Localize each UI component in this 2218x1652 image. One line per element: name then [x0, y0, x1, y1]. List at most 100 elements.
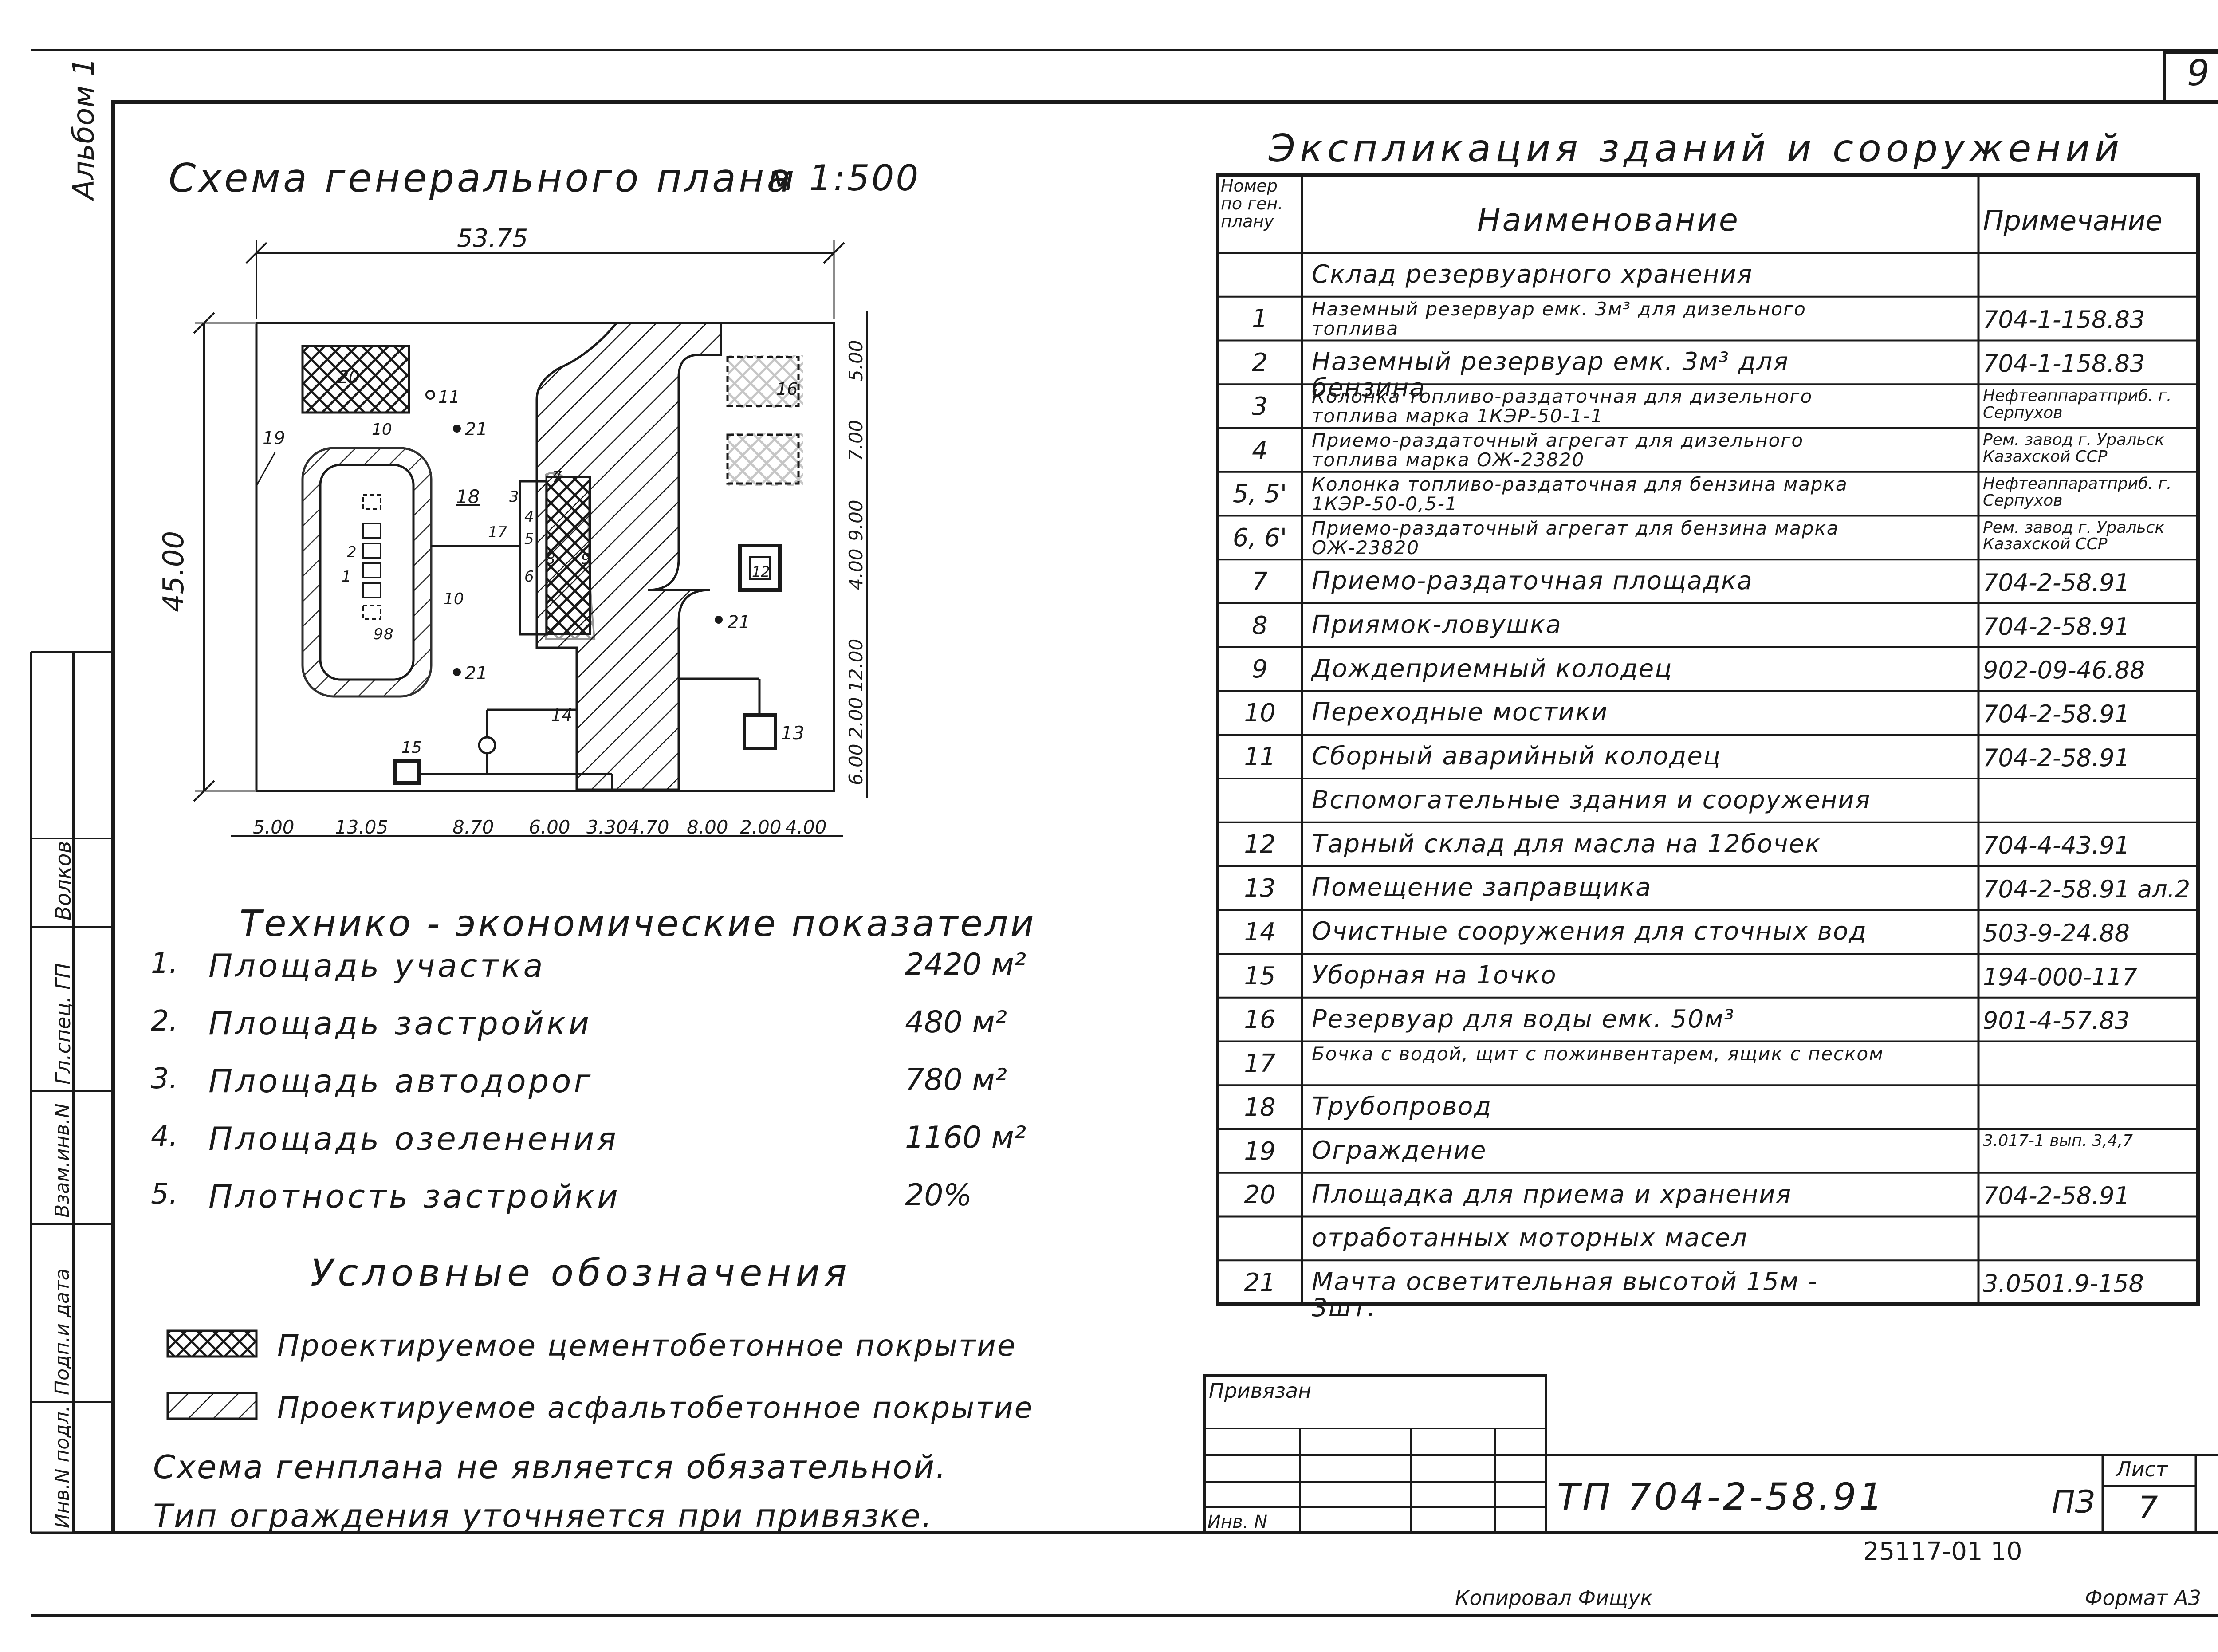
plan-label: 8 [546, 550, 555, 568]
header-name: Наименование [1477, 202, 1740, 238]
row-num: 5, 5' [1232, 480, 1287, 509]
plan-label: 19 [263, 428, 285, 448]
plan-label: 10 [444, 590, 464, 608]
dim-right: 12.00 [845, 638, 867, 692]
row-name: Колонка топливо-раздаточная для дизельно… [1312, 385, 1813, 427]
row-note: 901-4-57.83 [1983, 1007, 2130, 1035]
row-name: Приемо-раздаточный агрегат для дизельног… [1312, 429, 1804, 471]
row-note: 902-09-46.88 [1983, 656, 2145, 684]
plan-label: 2 [347, 543, 357, 561]
stamp-section: ПЗ [2052, 1484, 2095, 1520]
plan-label: 15 [401, 739, 422, 757]
legend-swatch-crosshatch [166, 1329, 258, 1358]
legend-label-hatch: Проектируемое асфальтобетонное покрытие [277, 1391, 1034, 1425]
row-name: Трубопровод [1312, 1092, 1492, 1121]
plan-label: 5 [524, 530, 534, 548]
dim-bottom: 2.00 [740, 816, 782, 838]
row-note: 704-4-43.91 [1983, 831, 2130, 860]
tep-label: Плотность застройки [208, 1178, 621, 1215]
row-note: Рем. завод г. Уральск Казахской ССР [1983, 431, 2165, 466]
row-num: 1 [1252, 304, 1268, 334]
row-name: Наземный резервуар емк. 3м³ для дизельно… [1312, 298, 1806, 339]
plan-label: 16 [776, 379, 798, 399]
dim-right: 9.00 [845, 500, 867, 541]
stamp-sheet: 7 [2138, 1490, 2158, 1526]
row-name: Ограждение [1312, 1136, 1487, 1165]
plan-title: Схема генерального плана [169, 155, 794, 201]
row-name: Уборная на 1очко [1312, 960, 1557, 990]
row-note: 704-1-158.83 [1983, 350, 2145, 378]
row-num: 11 [1244, 742, 1276, 771]
dim-right: 6.00 [845, 743, 867, 785]
plan-label: 20 [338, 367, 360, 387]
row-num: 15 [1244, 961, 1276, 991]
side-stamp-field: Гл.спец. ГП [51, 963, 75, 1085]
plan-label: 3 [509, 488, 519, 506]
dim-right: 5.00 [845, 340, 867, 382]
row-num: 2 [1252, 348, 1268, 378]
side-stamp-field: Взам.инв.N [51, 1103, 74, 1218]
row-name: Тарный склад для масла на 12бочек [1312, 829, 1821, 858]
plan-label: 17 [488, 523, 507, 541]
inv-label: Инв. N [1207, 1512, 1267, 1532]
row-name: Переходные мостики [1312, 698, 1608, 727]
tep-value: 1160 м² [905, 1120, 1026, 1155]
dim-bottom: 3.30 [586, 816, 628, 838]
note-line: Схема генплана не является обязательной. [153, 1448, 948, 1486]
tep-label: Площадь автодорог [208, 1062, 594, 1100]
row-name: Бочка с водой, щит с пожинвентарем, ящик… [1312, 1042, 1884, 1065]
plan-label: 10 [372, 421, 392, 439]
tep-value: 2420 м² [905, 947, 1026, 982]
row-note: 704-2-58.91 [1983, 700, 2130, 728]
plan-label: 11 [438, 387, 460, 407]
header-num: Номер по ген. плану [1221, 176, 1283, 231]
tep-num: 5. [151, 1178, 178, 1211]
legend-label-crosshatch: Проектируемое цементобетонное покрытие [277, 1329, 1017, 1363]
row-name: Приемо-раздаточный агрегат для бензина м… [1312, 517, 1839, 559]
row-name: Площадка для приема и хранения [1312, 1180, 1792, 1209]
side-stamp-field: Волков [51, 841, 76, 920]
explication-grid [1216, 173, 2200, 1306]
plan-scale: м 1:500 [767, 157, 920, 199]
row-note: 3.017-1 вып. 3,4,7 [1983, 1132, 2133, 1150]
plan-label: 6 [524, 568, 534, 586]
stamp-code: ТП 704-2-58.91 [1557, 1475, 1886, 1518]
row-name: Мачта осветительная высотой 15м - 3шт. [1312, 1267, 1818, 1322]
plan-label: 21 [728, 612, 750, 633]
row-num: 10 [1244, 699, 1276, 728]
row-name: Наземный резервуар емк. 3м³ для бензина [1312, 347, 1789, 403]
row-num: 17 [1244, 1049, 1276, 1078]
tep-num: 4. [151, 1120, 178, 1153]
row-name: Приемо-раздаточная площадка [1312, 566, 1753, 595]
plan-label: 9 [374, 625, 383, 643]
row-name: Вспомогательные здания и сооружения [1312, 785, 1871, 814]
row-name: Дождеприемный колодец [1312, 654, 1673, 683]
row-note: 704-2-58.91 ал.2 [1983, 875, 2190, 904]
table-row: 9 Дождеприемный колодец 902-09-46.88 [1218, 647, 2198, 691]
note-line: Тип ограждения уточняется при привязке. [153, 1497, 933, 1534]
row-num: 9 [1252, 655, 1268, 684]
plan-label: 8 [384, 625, 393, 643]
row-num: 20 [1244, 1180, 1276, 1210]
row-note: 704-1-158.83 [1983, 306, 2145, 334]
row-name: Очистные сооружения для сточных вод [1312, 917, 1867, 946]
row-note: 3.0501.9-158 [1983, 1269, 2144, 1298]
row-name: Колонка топливо-раздаточная для бензина … [1312, 473, 1848, 515]
row-name: Резервуар для воды емк. 50м³ [1312, 1004, 1735, 1034]
table-row: 10 Переходные мостики 704-2-58.91 [1218, 691, 2198, 735]
album-label: Альбом 1 [67, 57, 101, 200]
format-label: Формат А3 [2085, 1586, 2201, 1610]
plan-label: 9 [581, 550, 591, 568]
bound-label: Привязан [1209, 1379, 1312, 1403]
tep-title: Технико - экономические показатели [240, 903, 1036, 945]
table-row: 17 Бочка с водой, щит с пожинвентарем, ящ… [1218, 1042, 2198, 1086]
